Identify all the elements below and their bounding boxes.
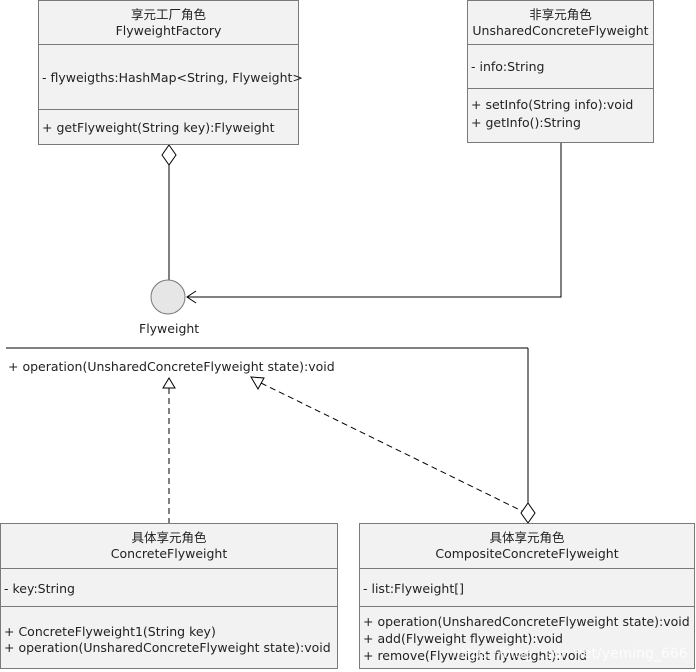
unshared-dependency-arrow: [186, 290, 197, 304]
watermark: https://blog.csdn.net/yeming_666: [452, 646, 688, 662]
factory-methods: + getFlyweight(String key):Flyweight: [39, 109, 298, 135]
composite-aggregation-diamond: [520, 502, 536, 524]
factory-title: FlyweightFactory: [115, 23, 222, 38]
concrete-method: + ConcreteFlyweight1(String key): [4, 624, 216, 639]
composite-realization-arrow: [250, 376, 265, 391]
composite-title: CompositeConcreteFlyweight: [435, 546, 619, 561]
unshared-method: + setInfo(String info):void: [471, 97, 634, 112]
unshared-dependency-line: [187, 143, 562, 298]
unshared-attribute: - info:String: [471, 59, 545, 74]
unshared-attributes: - info:String: [468, 44, 653, 74]
flyweight-interface-label: Flyweight: [139, 321, 200, 336]
factory-class[interactable]: 享元工厂角色 FlyweightFactory - flyweigths:Has…: [38, 0, 303, 145]
composite-attributes: - list:Flyweight[]: [360, 568, 694, 596]
composite-attribute: - list:Flyweight[]: [363, 581, 465, 596]
factory-method: + getFlyweight(String key):Flyweight: [42, 120, 275, 135]
concrete-title-cn: 具体享元角色: [131, 530, 207, 545]
composite-method: + remove(Flyweight flyweight):void: [363, 648, 587, 663]
concrete-title: ConcreteFlyweight: [110, 546, 228, 561]
composite-class[interactable]: 具体享元角色 CompositeConcreteFlyweight - list…: [359, 523, 695, 669]
unshared-class[interactable]: 非享元角色 UnsharedConcreteFlyweight - info:S…: [467, 0, 654, 143]
concrete-method: + operation(UnsharedConcreteFlyweight st…: [4, 640, 331, 655]
unshared-method: + getInfo():String: [471, 115, 581, 130]
flyweight-interface-circle: [150, 279, 186, 315]
unshared-methods: + setInfo(String info):void + getInfo():…: [468, 88, 653, 130]
flyweight-interface-method: + operation(UnsharedConcreteFlyweight st…: [8, 359, 335, 374]
concrete-class[interactable]: 具体享元角色 ConcreteFlyweight - key:String + …: [0, 523, 338, 669]
concrete-attribute: - key:String: [4, 581, 75, 596]
concrete-methods: + ConcreteFlyweight1(String key) + opera…: [1, 606, 337, 655]
factory-aggregation-diamond: [161, 144, 177, 166]
composite-realization-line: [260, 382, 523, 512]
composite-title-cn: 具体享元角色: [489, 530, 565, 545]
composite-method: + add(Flyweight flyweight):void: [363, 631, 563, 646]
factory-attributes: - flyweigths:HashMap<String, Flyweight>: [39, 44, 303, 85]
factory-attribute: - flyweigths:HashMap<String, Flyweight>: [42, 70, 303, 85]
composite-method: + operation(UnsharedConcreteFlyweight st…: [363, 614, 690, 629]
factory-title-cn: 享元工厂角色: [130, 7, 206, 22]
concrete-attributes: - key:String: [1, 568, 337, 596]
unshared-title: UnsharedConcreteFlyweight: [472, 23, 649, 38]
concrete-realization-arrow: [162, 377, 176, 389]
composite-methods: + operation(UnsharedConcreteFlyweight st…: [360, 606, 694, 663]
unshared-title-cn: 非享元角色: [529, 7, 592, 22]
